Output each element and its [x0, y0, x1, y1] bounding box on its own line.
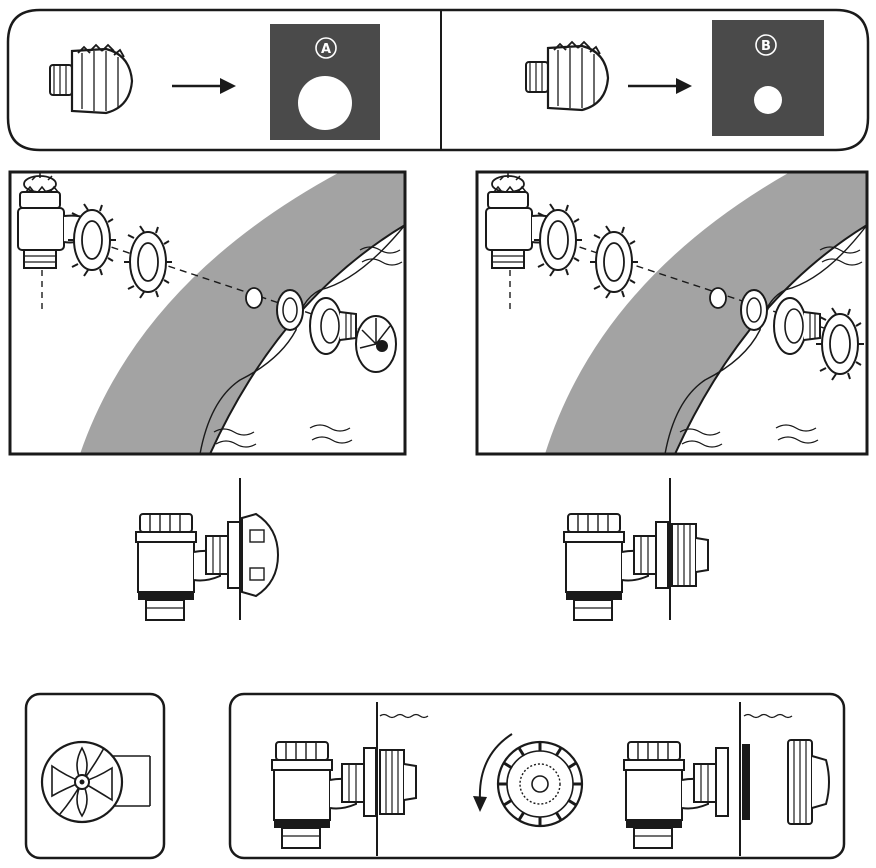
ribbed-cap-b	[815, 307, 865, 381]
ribbed-cap-front	[496, 740, 584, 828]
washer-a	[276, 289, 304, 331]
washer-b	[740, 289, 768, 331]
counterclockwise-arrow-icon	[473, 733, 513, 812]
flange-b	[773, 297, 821, 355]
right-arrow-icon	[628, 78, 692, 94]
hole-small	[754, 86, 782, 114]
label-b: B	[761, 39, 771, 54]
assembled-view-a	[135, 478, 280, 621]
strainer-cap-a	[355, 315, 397, 373]
fitting-a	[48, 43, 134, 115]
removed-ribbed-cap	[787, 739, 830, 825]
label-circle-b	[755, 34, 777, 56]
washer-small-a	[245, 287, 263, 309]
exploded-view-a	[8, 170, 407, 456]
hole-square-b	[712, 20, 824, 136]
label-circle-a	[315, 37, 337, 59]
hole-large	[298, 76, 352, 130]
ring-nut-a	[67, 203, 117, 277]
fitting-b	[524, 40, 610, 112]
exploded-view-b	[475, 170, 869, 456]
assembled-view-b	[563, 478, 709, 621]
ring-nut-a2	[123, 225, 173, 299]
flange-a	[309, 297, 357, 355]
ring-nut-b	[533, 203, 583, 277]
right-arrow-icon	[172, 78, 236, 94]
top-panel: A B	[6, 8, 870, 152]
cap-front-view-panel	[24, 692, 166, 860]
ring-nut-b2	[589, 225, 639, 299]
washer-small-b	[709, 287, 727, 309]
label-a: A	[321, 42, 331, 57]
unscrew-sequence-panel	[228, 692, 846, 860]
